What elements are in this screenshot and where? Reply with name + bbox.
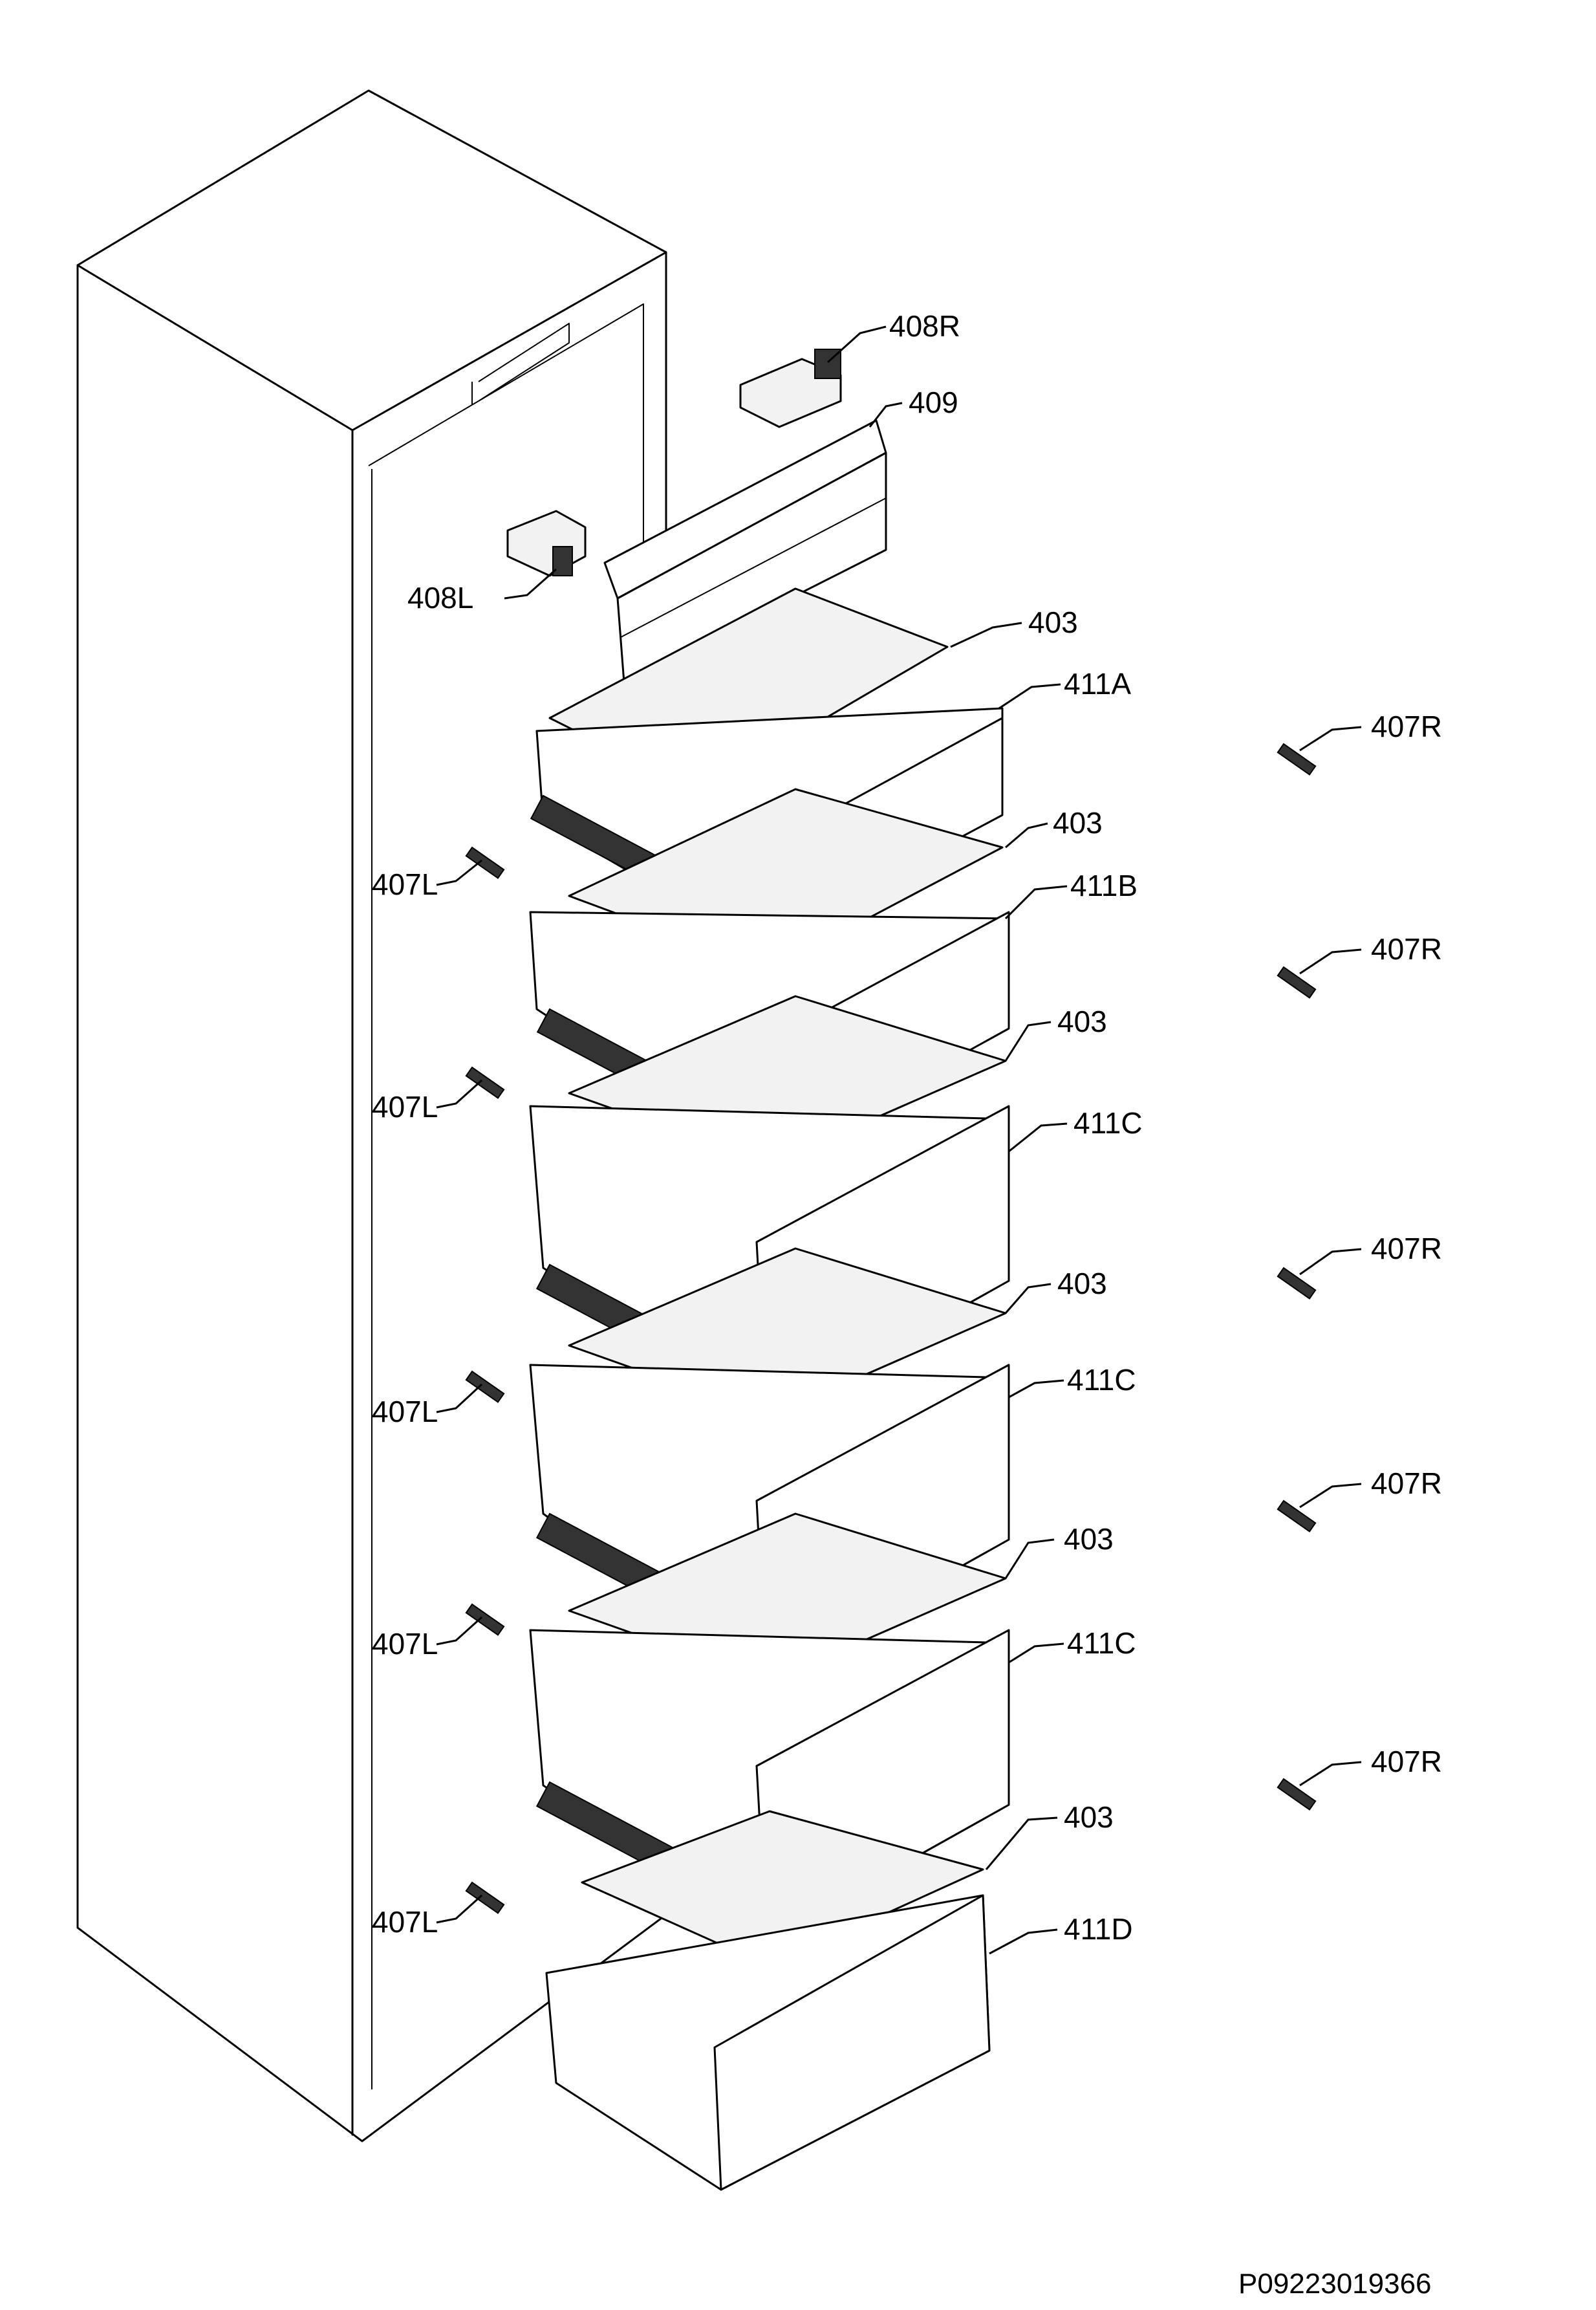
runner-clip-407L-3: [465, 1370, 505, 1403]
label-411D: 411D: [1064, 1912, 1133, 1946]
hinge-408R: [739, 349, 842, 428]
runner-clip-407R-1: [1277, 743, 1317, 776]
label-403-1: 403: [1028, 605, 1078, 639]
runner-clip-407R-5: [1277, 1778, 1317, 1811]
runner-clip-407R-3: [1277, 1267, 1317, 1300]
label-408L: 408L: [407, 581, 473, 615]
label-411B: 411B: [1070, 869, 1138, 902]
label-407R-4: 407R: [1371, 1466, 1442, 1500]
label-403-4: 403: [1057, 1267, 1107, 1300]
label-407R-2: 407R: [1371, 932, 1442, 966]
runner-clip-407R-2: [1277, 966, 1317, 999]
label-407R-1: 407R: [1371, 710, 1442, 743]
shelf-403-6: [581, 1810, 984, 1968]
drawer-411D: [545, 1894, 991, 2191]
leader-lines: [436, 325, 1362, 1955]
label-407L-1: 407L: [372, 867, 438, 901]
label-411A: 411A: [1064, 667, 1131, 701]
label-407R-3: 407R: [1371, 1232, 1442, 1265]
runner-clip-407L-5: [465, 1881, 505, 1914]
label-407R-5: 407R: [1371, 1745, 1442, 1778]
label-403-5: 403: [1064, 1522, 1114, 1556]
label-411C-3: 411C: [1067, 1626, 1136, 1660]
label-409: 409: [909, 386, 958, 419]
label-403-6: 403: [1064, 1800, 1114, 1834]
runner-clip-407L-2: [465, 1066, 505, 1099]
label-403-3: 403: [1057, 1005, 1107, 1038]
drawing-code: P09223019366: [1238, 2268, 1432, 2300]
runner-clip-407R-4: [1277, 1499, 1317, 1532]
label-407L-2: 407L: [372, 1090, 438, 1124]
label-407L-3: 407L: [372, 1395, 438, 1428]
label-407L-5: 407L: [372, 1905, 438, 1939]
label-411C-2: 411C: [1067, 1363, 1136, 1397]
label-411C-1: 411C: [1073, 1106, 1143, 1140]
flap-409: [603, 419, 887, 684]
runner-clip-407L-1: [465, 846, 505, 879]
label-408R: 408R: [889, 309, 960, 343]
label-407L-4: 407L: [372, 1627, 438, 1661]
label-403-2: 403: [1053, 806, 1103, 840]
hinge-408L: [506, 510, 587, 577]
runner-clip-407L-4: [465, 1603, 505, 1636]
